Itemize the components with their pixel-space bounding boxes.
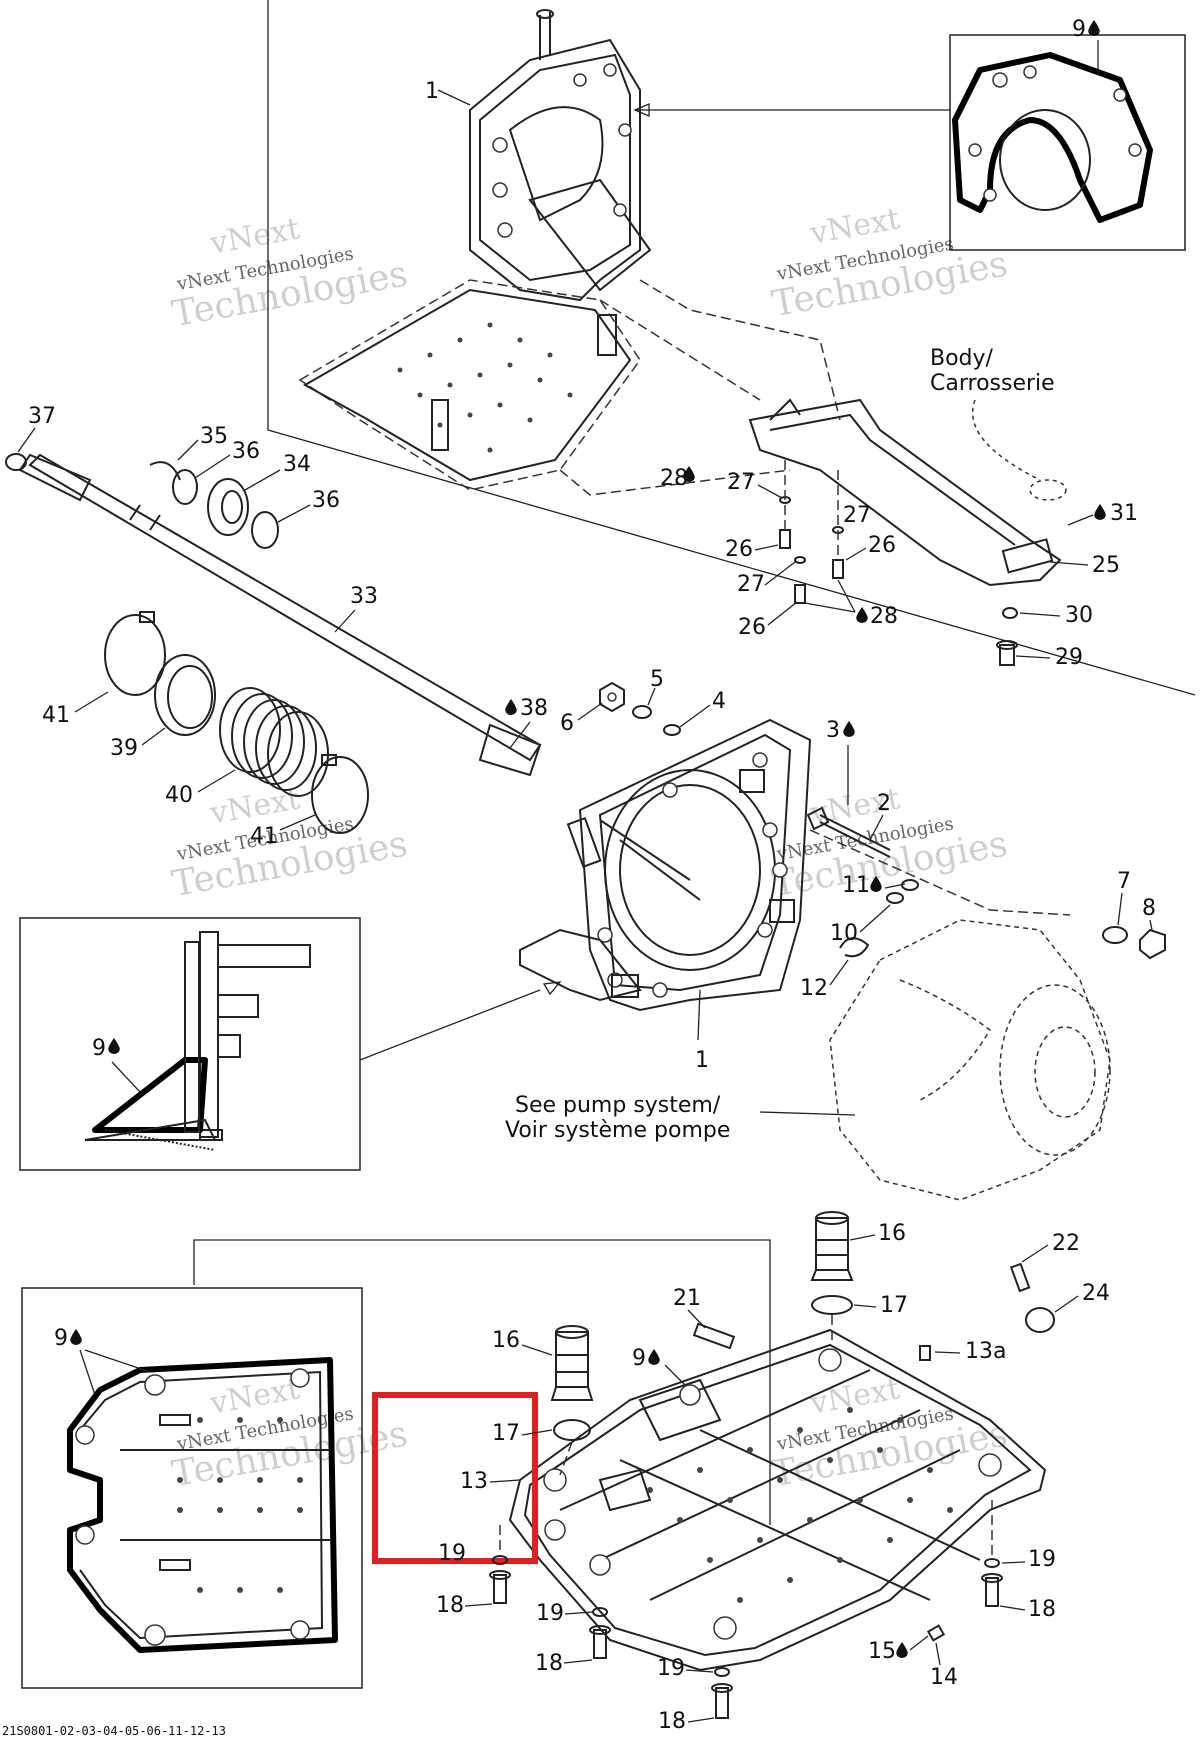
- inset-ride-plate-sealant: [21, 1287, 363, 1689]
- callout-13a: 13a: [965, 1339, 1006, 1364]
- callout-27-upper: 27: [727, 470, 755, 495]
- callout-19-a: 19: [438, 1541, 466, 1566]
- callout-27-lower: 27: [737, 572, 765, 597]
- callout-24: 24: [1082, 1281, 1110, 1306]
- callout-31: 31: [1110, 501, 1138, 526]
- callout-11: 11: [842, 873, 870, 898]
- callout-33: 33: [350, 584, 378, 609]
- callout-9-bottom: 9: [632, 1346, 646, 1371]
- callout-25: 25: [1092, 553, 1120, 578]
- callout-35: 35: [200, 424, 228, 449]
- callout-14: 14: [930, 1665, 958, 1690]
- o-ring-36b: [251, 511, 279, 549]
- ride-plate-bottom: [508, 1328, 1047, 1672]
- callout-21: 21: [673, 1286, 701, 1311]
- callout-9-inset-mid: 9: [92, 1036, 106, 1061]
- callout-28-lower: 28: [870, 604, 898, 629]
- support-fasteners: [599, 681, 1166, 960]
- callout-8: 8: [1142, 896, 1156, 921]
- callout-16-left: 16: [492, 1328, 520, 1353]
- callout-28-upper: 28: [660, 466, 688, 491]
- callout-36-upper: 36: [232, 439, 260, 464]
- o-ring-36a: [172, 469, 198, 505]
- callout-36-lower: 36: [312, 488, 340, 513]
- pump-support-mid: [519, 718, 812, 1012]
- reinforcement-bracket-25: [748, 398, 1062, 587]
- callout-38: 38: [520, 696, 548, 721]
- note-body-line2: Carrosserie: [930, 371, 1055, 396]
- callout-3: 3: [826, 718, 840, 743]
- callout-15: 15: [868, 1639, 896, 1664]
- callout-17-right: 17: [880, 1293, 908, 1318]
- bottom-bolts: [489, 1500, 1003, 1719]
- callout-6: 6: [560, 711, 574, 736]
- bracket-fasteners: [779, 460, 844, 604]
- callout-39: 39: [110, 736, 138, 761]
- callout-40: 40: [165, 783, 193, 808]
- callout-26-left: 26: [725, 537, 753, 562]
- callout-5: 5: [650, 667, 664, 692]
- seal-37: [5, 453, 27, 471]
- callout-1-mid: 1: [695, 1048, 709, 1073]
- key-21: [692, 1322, 736, 1350]
- note-pump-line1: See pump system/: [515, 1093, 721, 1118]
- drawing-code: 21S0801-02-03-04-05-06-11-12-13: [2, 1724, 226, 1738]
- circlip-35: [149, 461, 181, 481]
- callout-18-a: 18: [436, 1593, 464, 1618]
- fitting-16-right: [810, 1211, 854, 1345]
- inset-flange-sealant: [949, 34, 1186, 251]
- callout-4: 4: [712, 689, 726, 714]
- callout-16-right: 16: [878, 1221, 906, 1246]
- callout-19-b: 19: [536, 1601, 564, 1626]
- callout-7: 7: [1117, 869, 1131, 894]
- callout-9-inset-bottom: 9: [54, 1326, 68, 1351]
- pump-housing-reference: [829, 919, 1111, 1201]
- watermark-ml: vNext vNext Technologies Technologies: [169, 781, 411, 905]
- note-pump-line2: Voir système pompe: [505, 1118, 730, 1143]
- callout-34: 34: [283, 452, 311, 477]
- callout-41-right: 41: [250, 824, 278, 849]
- seal-carrier-34: [207, 478, 249, 536]
- clamp-41a: [104, 614, 166, 696]
- section-frames: [193, 0, 1196, 1525]
- callout-18-b: 18: [535, 1651, 563, 1676]
- grommet-24: [1025, 1307, 1055, 1333]
- callout-17-left: 17: [492, 1421, 520, 1446]
- callout-1-top: 1: [425, 79, 439, 104]
- watermark-tl: vNext vNext Technologies Technologies: [169, 211, 411, 335]
- callout-19-c: 19: [657, 1656, 685, 1681]
- callout-19-d: 19: [1028, 1547, 1056, 1572]
- pump-support-top: [469, 9, 652, 302]
- callout-13: 13: [460, 1469, 488, 1494]
- watermark-tr: vNext vNext Technologies Technologies: [769, 201, 1011, 325]
- callout-22: 22: [1052, 1231, 1080, 1256]
- alignment-dashes-top: [559, 279, 841, 496]
- callout-37: 37: [28, 404, 56, 429]
- callout-9-inset-top: 9: [1072, 17, 1086, 42]
- note-body-line1: Body/: [930, 346, 994, 371]
- callout-29: 29: [1055, 645, 1083, 670]
- fitting-16-left: [550, 1325, 594, 1476]
- callout-18-c: 18: [658, 1709, 686, 1734]
- callout-26-lower: 26: [738, 615, 766, 640]
- callout-27-right: 27: [843, 503, 871, 528]
- inset-support-sealant: [19, 917, 361, 1171]
- callout-41-left: 41: [42, 703, 70, 728]
- callout-26-right: 26: [868, 533, 896, 558]
- ride-plate-top: [298, 279, 641, 491]
- callout-10: 10: [830, 921, 858, 946]
- callout-12: 12: [800, 976, 828, 1001]
- boot-40: [219, 687, 329, 797]
- callout-2: 2: [877, 791, 891, 816]
- highlight-box: [372, 1392, 538, 1564]
- watermark-mr: vNext vNext Technologies Technologies: [769, 781, 1011, 905]
- ring-39: [154, 654, 216, 736]
- callout-30: 30: [1065, 603, 1093, 628]
- clamp-41b: [311, 756, 369, 834]
- callout-18-d: 18: [1028, 1597, 1056, 1622]
